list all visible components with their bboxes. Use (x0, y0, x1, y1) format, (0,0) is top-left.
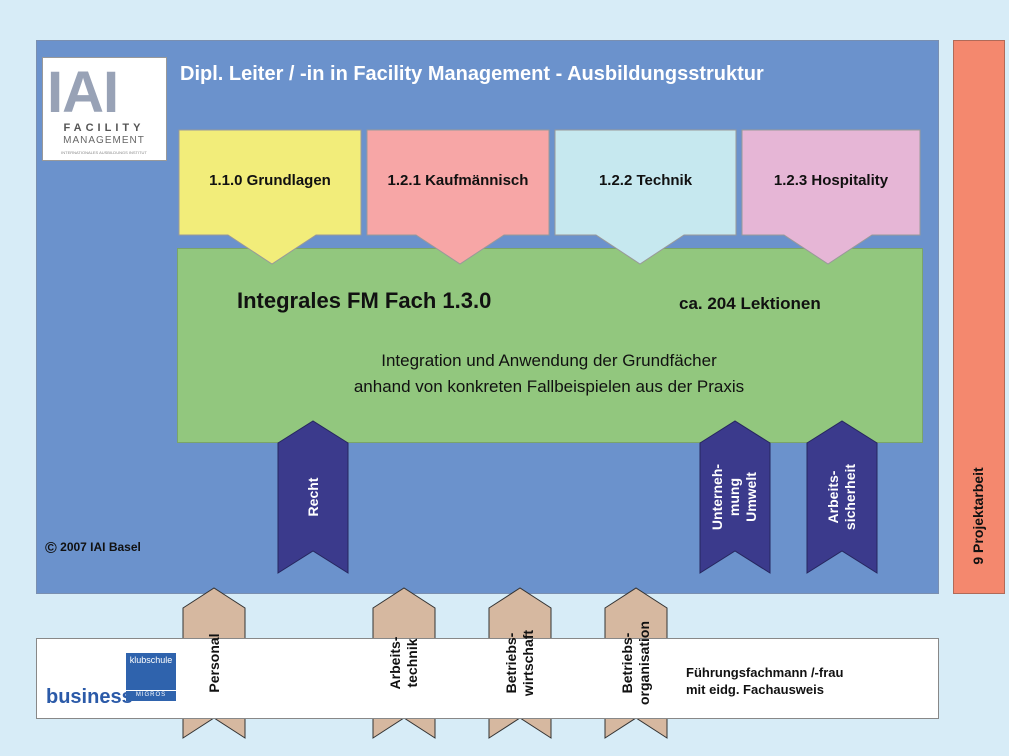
business-logo: business (46, 686, 133, 708)
caption-line-2: mit eidg. Fachausweis (686, 682, 824, 697)
arrow-grundlagen (178, 129, 362, 265)
label-technik: 1.2.2 Technik (598, 172, 693, 189)
copyright-text: 2007 IAI Basel (60, 540, 141, 554)
integration-box (177, 248, 923, 443)
label-arbeitssicherheit: Arbeits- sicherheit (825, 463, 858, 531)
bottom-panel (36, 638, 939, 719)
logo-letters: IAI (47, 60, 119, 125)
logo-management: MANAGEMENT (63, 135, 145, 146)
projektarbeit-panel (953, 40, 1005, 594)
page-title: Dipl. Leiter / -in in Facility Managemen… (180, 63, 764, 85)
label-kaufmaennisch: 1.2.1 Kaufmännisch (387, 172, 529, 189)
copyright: © 2007 IAI Basel (45, 540, 141, 557)
arrow-unternehmung (699, 420, 771, 574)
iai-logo: IAI FACILITY MANAGEMENT INTERNATIONALES … (42, 57, 167, 161)
label-projektarbeit: 9 Projektarbeit (970, 467, 986, 565)
arrow-kaufmaennisch (366, 129, 550, 265)
label-betriebsorganisation: Betriebs- organisation (619, 621, 652, 706)
logo-facility: FACILITY (63, 122, 145, 134)
label-recht: Recht (305, 477, 321, 517)
klubschule-logo: klubschule MIGROS (126, 653, 176, 701)
klubschule-text: klubschule (129, 655, 173, 665)
label-betriebswirtschaft: Betriebs- wirtschaft (503, 629, 536, 697)
migros-text: MIGROS (126, 690, 176, 698)
integration-line-1: Integration und Anwendung der Grundfäche… (381, 351, 717, 370)
label-arbeitstechnik: Arbeits- technik (387, 636, 420, 690)
integrales-heading: Integrales FM Fach 1.3.0 (237, 288, 492, 313)
lektionen-count: ca. 204 Lektionen (679, 294, 821, 313)
arrow-technik (554, 129, 737, 265)
caption-line-1: Führungsfachmann /-frau (686, 665, 844, 680)
fuehrungsfachmann-caption: Führungsfachmann /-frau mit eidg. Fachau… (686, 664, 843, 698)
label-hospitality: 1.2.3 Hospitality (773, 172, 889, 189)
logo-institute: INTERNATIONALES AUSBILDUNGS INSTITUT (61, 150, 147, 155)
label-personal: Personal (206, 633, 222, 693)
arrow-recht (277, 420, 349, 574)
arrow-arbeitssicherheit (806, 420, 878, 574)
arrow-hospitality (741, 129, 921, 265)
integration-description: Integration und Anwendung der Grundfäche… (177, 348, 921, 400)
label-unternehmung: Unterneh- mung Umwelt (709, 463, 759, 531)
integration-line-2: anhand von konkreten Fallbeispielen aus … (353, 377, 745, 396)
label-grundlagen: 1.1.0 Grundlagen (209, 172, 331, 189)
